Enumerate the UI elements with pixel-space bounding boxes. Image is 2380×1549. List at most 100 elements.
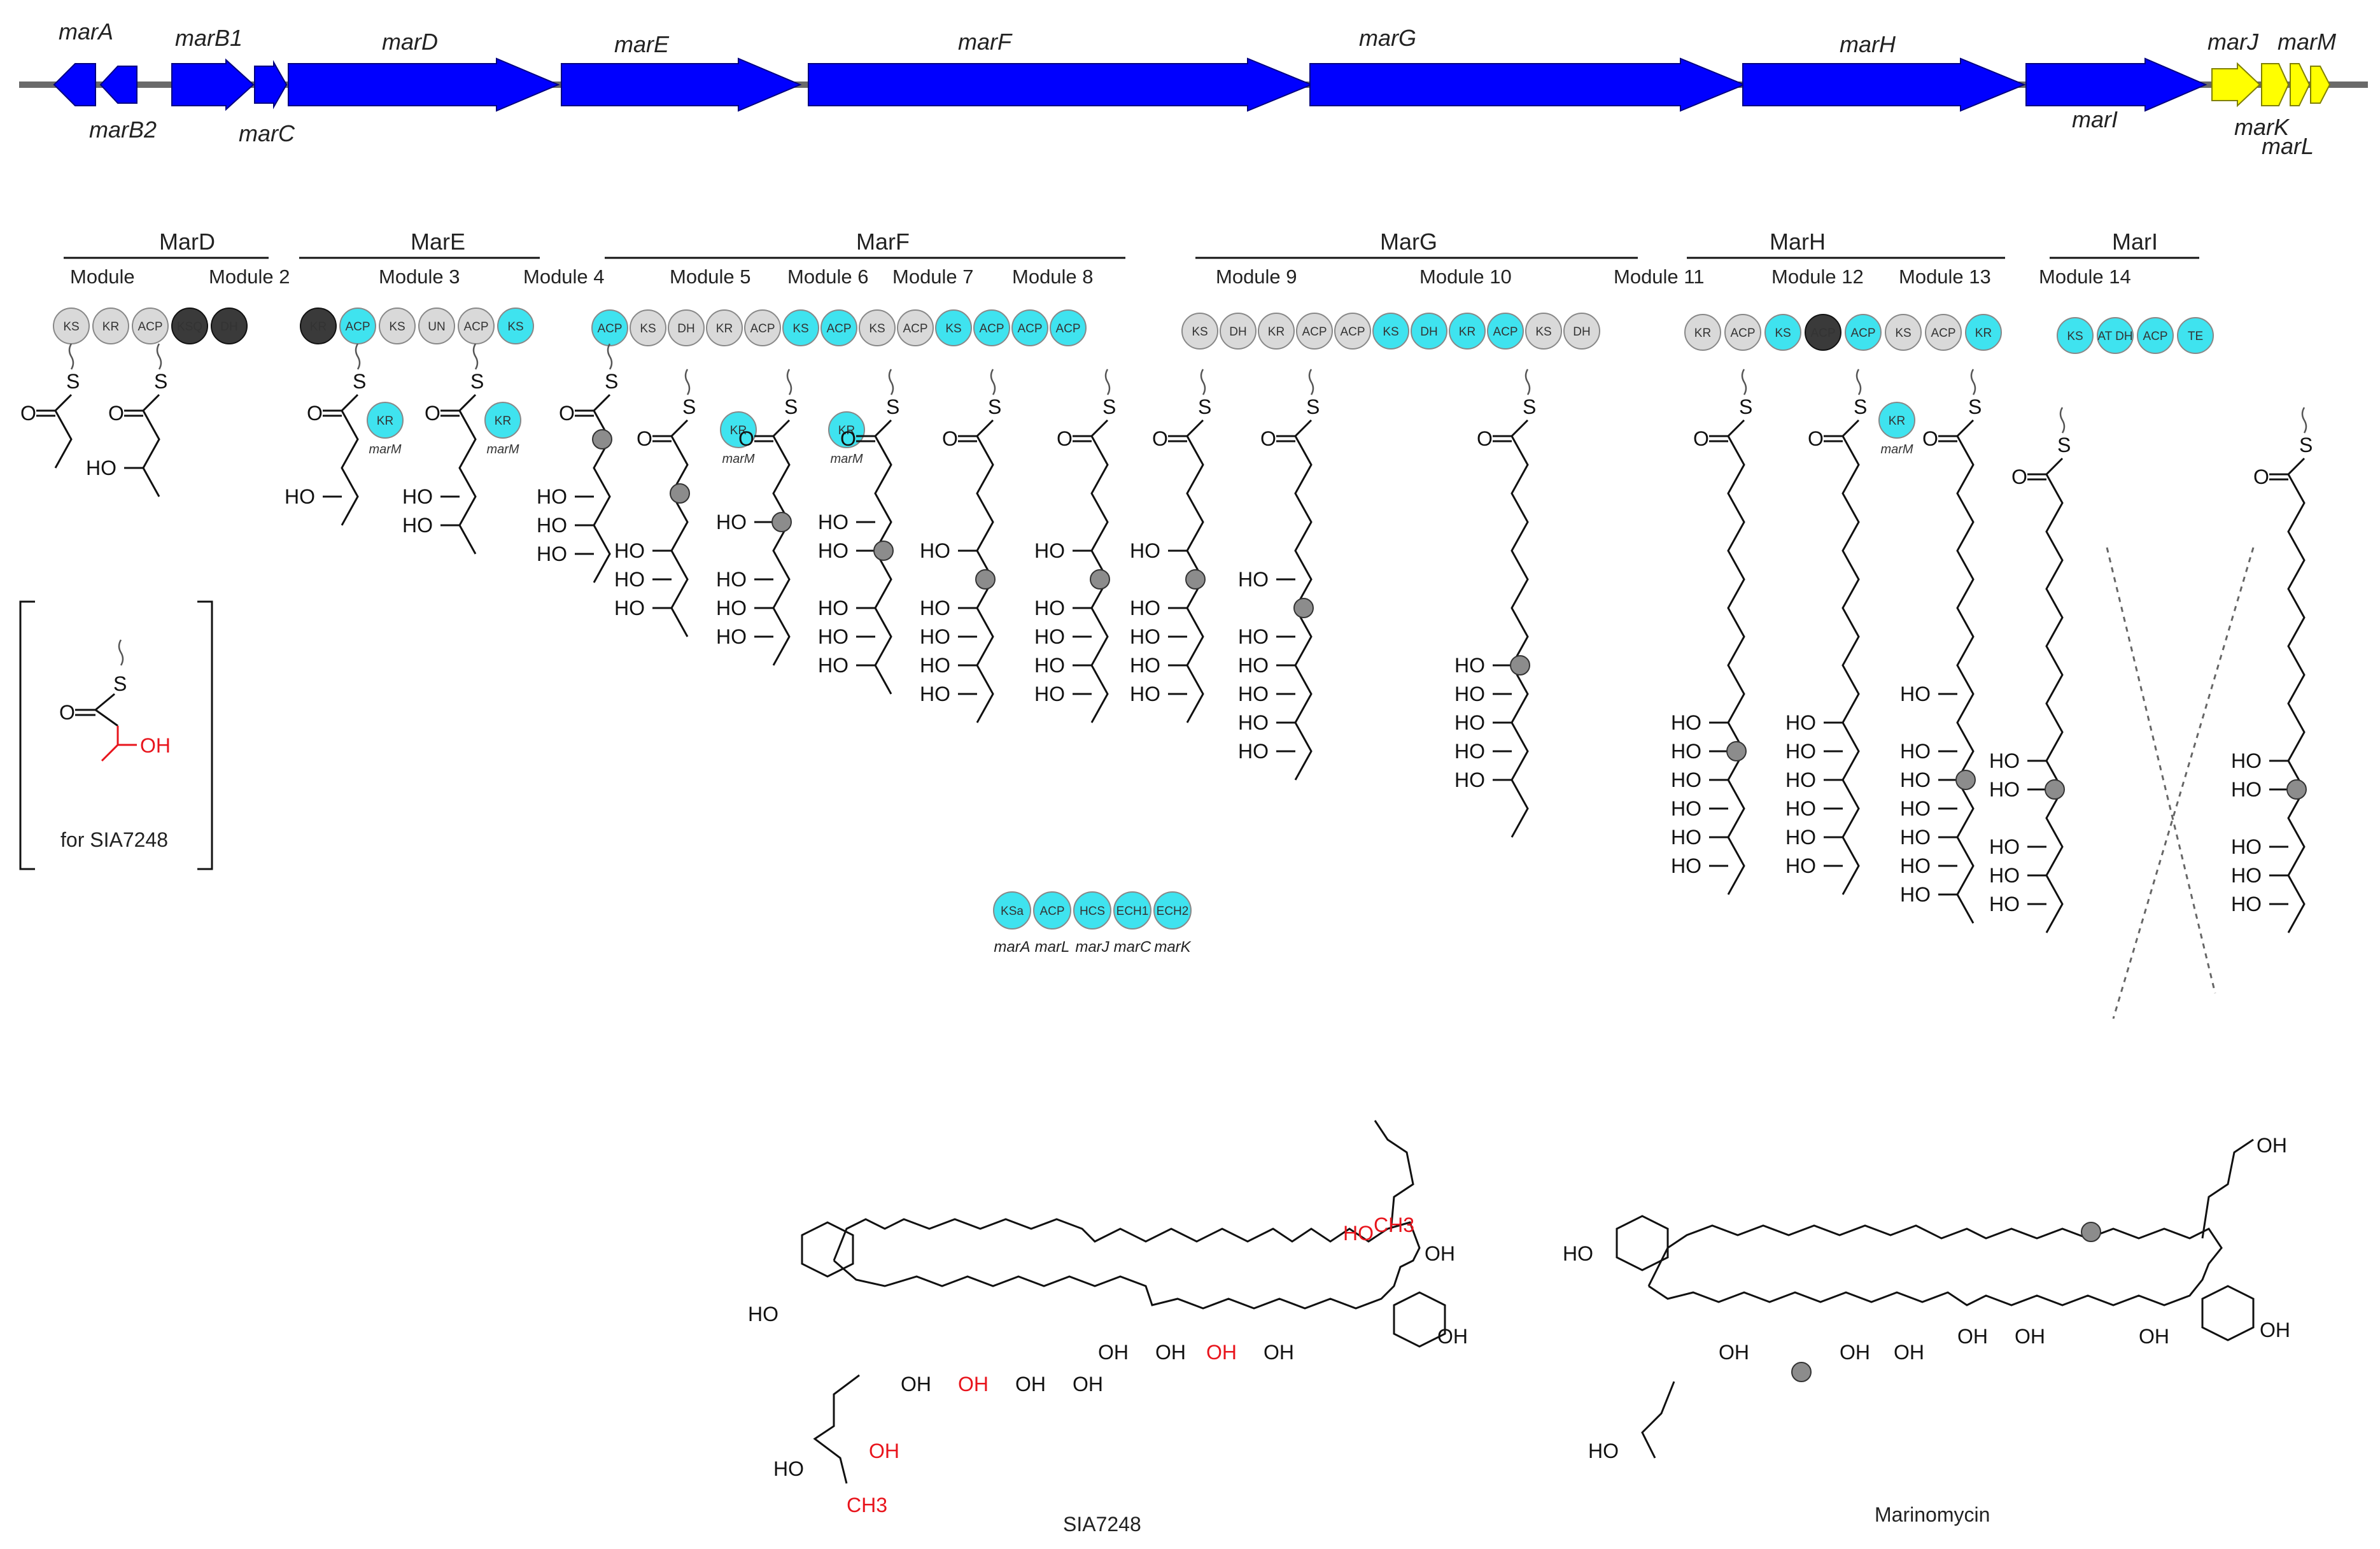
intermediate-sphere-15 — [1955, 770, 1976, 790]
intermediate-ho-11-3: HO — [1238, 683, 1269, 705]
cyclization-arrow-2 — [2112, 547, 2255, 1019]
cassette-gene-label-4: marK — [1154, 938, 1191, 956]
intermediate-carbonyl-10 — [1168, 435, 1187, 442]
domain-marG-kr-2 — [1258, 313, 1295, 350]
intermediate-ho-8-3: HO — [920, 654, 950, 677]
intermediate-carbonyl-0 — [36, 409, 55, 417]
domain-marH-acp-4 — [1845, 314, 1882, 351]
marinomycin-oh-1: OH — [1957, 1325, 1988, 1348]
sia7248-oh-2: OH — [1155, 1341, 1186, 1364]
trans-kr-label-1: KR — [495, 414, 511, 428]
intermediate-backbone-4 — [593, 393, 611, 583]
domain-marG-acp-8 — [1487, 313, 1524, 350]
intermediate-s-5: S — [682, 395, 696, 418]
domain-label-marE-5: KS — [507, 320, 523, 334]
sia7248-oh-red-1: OH — [1206, 1341, 1237, 1364]
intermediate-carbonyl-13 — [1709, 435, 1728, 442]
domain-marI-at-dh-1 — [2097, 317, 2134, 354]
intermediate-s-13: S — [1739, 395, 1752, 418]
module-label-7: Module 7 — [892, 265, 974, 288]
intermediate-o-9: O — [1057, 427, 1073, 450]
intermediate-ho-9-0: HO — [1034, 539, 1065, 562]
marinomycin-ho-2: HO — [1588, 1439, 1619, 1462]
intermediate-tether-14 — [1855, 369, 1862, 395]
domain-label-marH-6: ACP — [1931, 327, 1955, 340]
intermediate-ho-9-2: HO — [1034, 625, 1065, 648]
intermediate-ho-13-0: HO — [1671, 711, 1701, 734]
intermediate-tether-1 — [156, 343, 162, 370]
intermediate-ho-8-0: HO — [920, 539, 950, 562]
cassette-gene-label-3: marC — [1114, 938, 1151, 956]
intermediate-o-7: O — [840, 427, 856, 450]
trans-kr-label-2: KR — [730, 424, 747, 437]
sia7248-oh-6: OH — [901, 1373, 931, 1396]
domain-marG-ks-0 — [1181, 313, 1218, 350]
domain-marH-kr-0 — [1684, 314, 1721, 351]
inset-thioester-bond — [94, 693, 118, 727]
domain-marH-acp-3 — [1805, 314, 1841, 351]
domain-label-marF-2: DH — [677, 322, 694, 336]
trans-kr-domain-4 — [1878, 402, 1915, 439]
intermediate-s-17: S — [2299, 434, 2313, 456]
polyketide-intermediates: SOSOHOSOHOSOHOHOSOHOHOHOSOHOHOHOSOHOHOHO… — [20, 343, 2313, 1019]
intermediate-ho-17-4: HO — [2231, 893, 2262, 916]
intermediate-o-11: O — [1260, 427, 1276, 450]
intermediate-backbone-14 — [1841, 419, 1860, 895]
intermediate-ho-3-1: HO — [402, 514, 433, 537]
intermediate-s-7: S — [886, 395, 899, 418]
trans-kr-gene-0: marM — [369, 442, 401, 456]
gene-label-marM: marM — [2278, 29, 2336, 55]
intermediate-ho-9-1: HO — [1034, 597, 1065, 619]
intermediate-ho-15-2: HO — [1900, 768, 1931, 791]
trans-kr-label-0: KR — [377, 414, 393, 428]
sia7248-oh-red-3: OH — [869, 1439, 899, 1462]
intermediate-s-16: S — [2057, 434, 2071, 456]
domain-label-marH-1: ACP — [1730, 327, 1755, 340]
cassette-gene-label-0: marA — [994, 938, 1030, 956]
gene-label-marH: marH — [1840, 31, 1896, 57]
intermediate-ho-11-2: HO — [1238, 654, 1269, 677]
marinomycin-ho-1: HO — [1563, 1242, 1593, 1265]
domain-marH-acp-6 — [1925, 314, 1962, 351]
gene-arrow-marK — [2261, 63, 2290, 106]
domain-marI-ks-0 — [2057, 317, 2094, 354]
intermediate-ho-6-2: HO — [716, 597, 747, 619]
intermediate-tether-10 — [1200, 369, 1206, 395]
domain-label-marD-2: ACP — [137, 320, 162, 334]
module-label-4: Module 4 — [523, 265, 605, 288]
domain-marH-acp-1 — [1724, 314, 1761, 351]
intermediate-ho-17-1: HO — [2231, 778, 2262, 801]
sia7248-oh-8: OH — [1073, 1373, 1103, 1396]
gene-arrow-marE — [561, 57, 802, 112]
gene-arrow-marM — [2310, 66, 2331, 104]
intermediate-ho-4-2: HO — [537, 542, 567, 565]
intermediate-sphere-12 — [1510, 655, 1530, 675]
intermediate-carbonyl-4 — [575, 409, 594, 417]
sia7248-benzene-right — [1393, 1291, 1446, 1348]
intermediate-tether-9 — [1104, 369, 1111, 395]
marinomycin-oh-5: OH — [2260, 1319, 2290, 1341]
cassette-domain-label-2: HCS — [1080, 905, 1105, 918]
marinomycin-benzene-left — [1616, 1215, 1669, 1271]
marinomycin-oh-8: OH — [1894, 1341, 1924, 1364]
domain-label-marG-1: DH — [1229, 325, 1246, 339]
intermediate-ho-3-0: HO — [402, 485, 433, 508]
domain-marG-acp-3 — [1296, 313, 1333, 350]
inset-bracket-right — [197, 600, 213, 870]
intermediate-carbonyl-9 — [1073, 435, 1092, 442]
intermediate-s-12: S — [1523, 395, 1536, 418]
intermediate-s-3: S — [470, 370, 484, 393]
domain-label-marD-1: KR — [102, 320, 119, 334]
domain-marF-acp-10 — [973, 309, 1010, 346]
intermediate-sphere-11 — [1293, 598, 1314, 618]
inset-s: S — [113, 672, 127, 695]
gene-arrow-marD — [288, 57, 560, 112]
domain-marF-acp-8 — [897, 309, 934, 346]
sia7248-side-chain-bottom — [813, 1374, 860, 1484]
intermediate-s-8: S — [988, 395, 1001, 418]
domain-label-marD-4: DH — [220, 320, 237, 334]
